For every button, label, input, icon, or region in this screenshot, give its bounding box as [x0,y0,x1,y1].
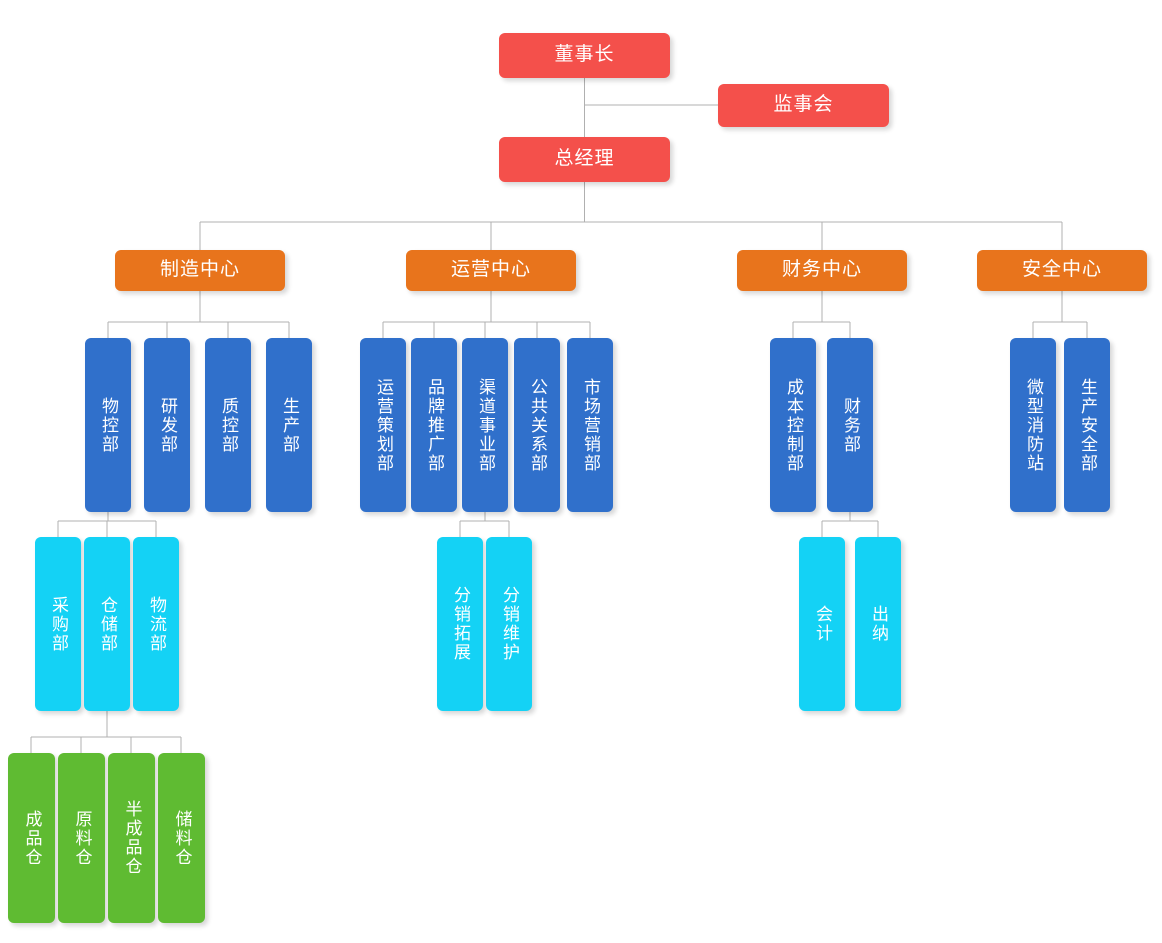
node-warehousing-dept[interactable]: 仓储部 [84,537,130,711]
node-public-relations-dept-label: 公共关系部 [528,377,548,473]
node-stock-material-warehouse[interactable]: 储料仓 [158,753,205,923]
node-stock-material-warehouse-label: 储料仓 [172,809,192,867]
node-cashier-label: 出纳 [869,605,889,643]
node-finance-dept-label: 财务部 [841,396,861,454]
node-finance-dept[interactable]: 财务部 [827,338,873,512]
node-channel-business-dept-label: 渠道事业部 [476,377,496,473]
node-material-control-dept-label: 物控部 [99,396,119,454]
node-accounting[interactable]: 会计 [799,537,845,711]
node-purchasing-dept[interactable]: 采购部 [35,537,81,711]
node-finished-goods-warehouse-label: 成品仓 [22,809,42,867]
node-board-of-supervisors[interactable]: 监事会 [718,84,889,127]
node-quality-control-dept[interactable]: 质控部 [205,338,251,512]
node-marketing-dept-label: 市场营销部 [581,377,601,473]
node-material-control-dept[interactable]: 物控部 [85,338,131,512]
node-raw-material-warehouse-label: 原料仓 [72,809,92,867]
node-chairman[interactable]: 董事长 [499,33,670,78]
node-brand-promotion-dept[interactable]: 品牌推广部 [411,338,457,512]
node-production-safety-dept-label: 生产安全部 [1078,377,1098,473]
node-manufacturing-center[interactable]: 制造中心 [115,250,285,291]
node-safety-center-label: 安全中心 [1021,259,1102,281]
node-finance-center-label: 财务中心 [781,259,862,281]
node-purchasing-dept-label: 采购部 [49,595,69,653]
node-rnd-dept[interactable]: 研发部 [144,338,190,512]
node-distribution-maintenance[interactable]: 分销维护 [486,537,532,711]
node-channel-business-dept[interactable]: 渠道事业部 [462,338,508,512]
node-rnd-dept-label: 研发部 [158,396,178,454]
node-operations-center-label: 运营中心 [450,259,531,281]
node-raw-material-warehouse[interactable]: 原料仓 [58,753,105,923]
node-chairman-label: 董事长 [554,44,615,66]
node-manufacturing-center-label: 制造中心 [159,259,240,281]
node-board-of-supervisors-label: 监事会 [773,94,834,116]
node-operations-planning-dept[interactable]: 运营策划部 [360,338,406,512]
node-production-dept-label: 生产部 [280,396,300,454]
node-production-dept[interactable]: 生产部 [266,338,312,512]
node-finished-goods-warehouse[interactable]: 成品仓 [8,753,55,923]
node-operations-planning-dept-label: 运营策划部 [374,377,394,473]
node-public-relations-dept[interactable]: 公共关系部 [514,338,560,512]
node-micro-fire-station[interactable]: 微型消防站 [1010,338,1056,512]
node-warehousing-dept-label: 仓储部 [98,595,118,653]
node-cost-control-dept[interactable]: 成本控制部 [770,338,816,512]
node-accounting-label: 会计 [813,605,833,643]
node-distribution-maintenance-label: 分销维护 [500,586,520,662]
node-cost-control-dept-label: 成本控制部 [784,377,804,473]
node-semi-finished-warehouse[interactable]: 半成品仓 [108,753,155,923]
node-safety-center[interactable]: 安全中心 [977,250,1147,291]
node-finance-center[interactable]: 财务中心 [737,250,907,291]
node-general-manager[interactable]: 总经理 [499,137,670,182]
node-distribution-expansion[interactable]: 分销拓展 [437,537,483,711]
node-operations-center[interactable]: 运营中心 [406,250,576,291]
node-logistics-dept[interactable]: 物流部 [133,537,179,711]
node-general-manager-label: 总经理 [554,148,615,170]
node-production-safety-dept[interactable]: 生产安全部 [1064,338,1110,512]
node-cashier[interactable]: 出纳 [855,537,901,711]
node-logistics-dept-label: 物流部 [147,595,167,653]
node-quality-control-dept-label: 质控部 [219,396,239,454]
node-semi-finished-warehouse-label: 半成品仓 [122,800,142,876]
node-brand-promotion-dept-label: 品牌推广部 [425,377,445,473]
node-distribution-expansion-label: 分销拓展 [451,586,471,662]
node-marketing-dept[interactable]: 市场营销部 [567,338,613,512]
node-micro-fire-station-label: 微型消防站 [1024,377,1044,473]
